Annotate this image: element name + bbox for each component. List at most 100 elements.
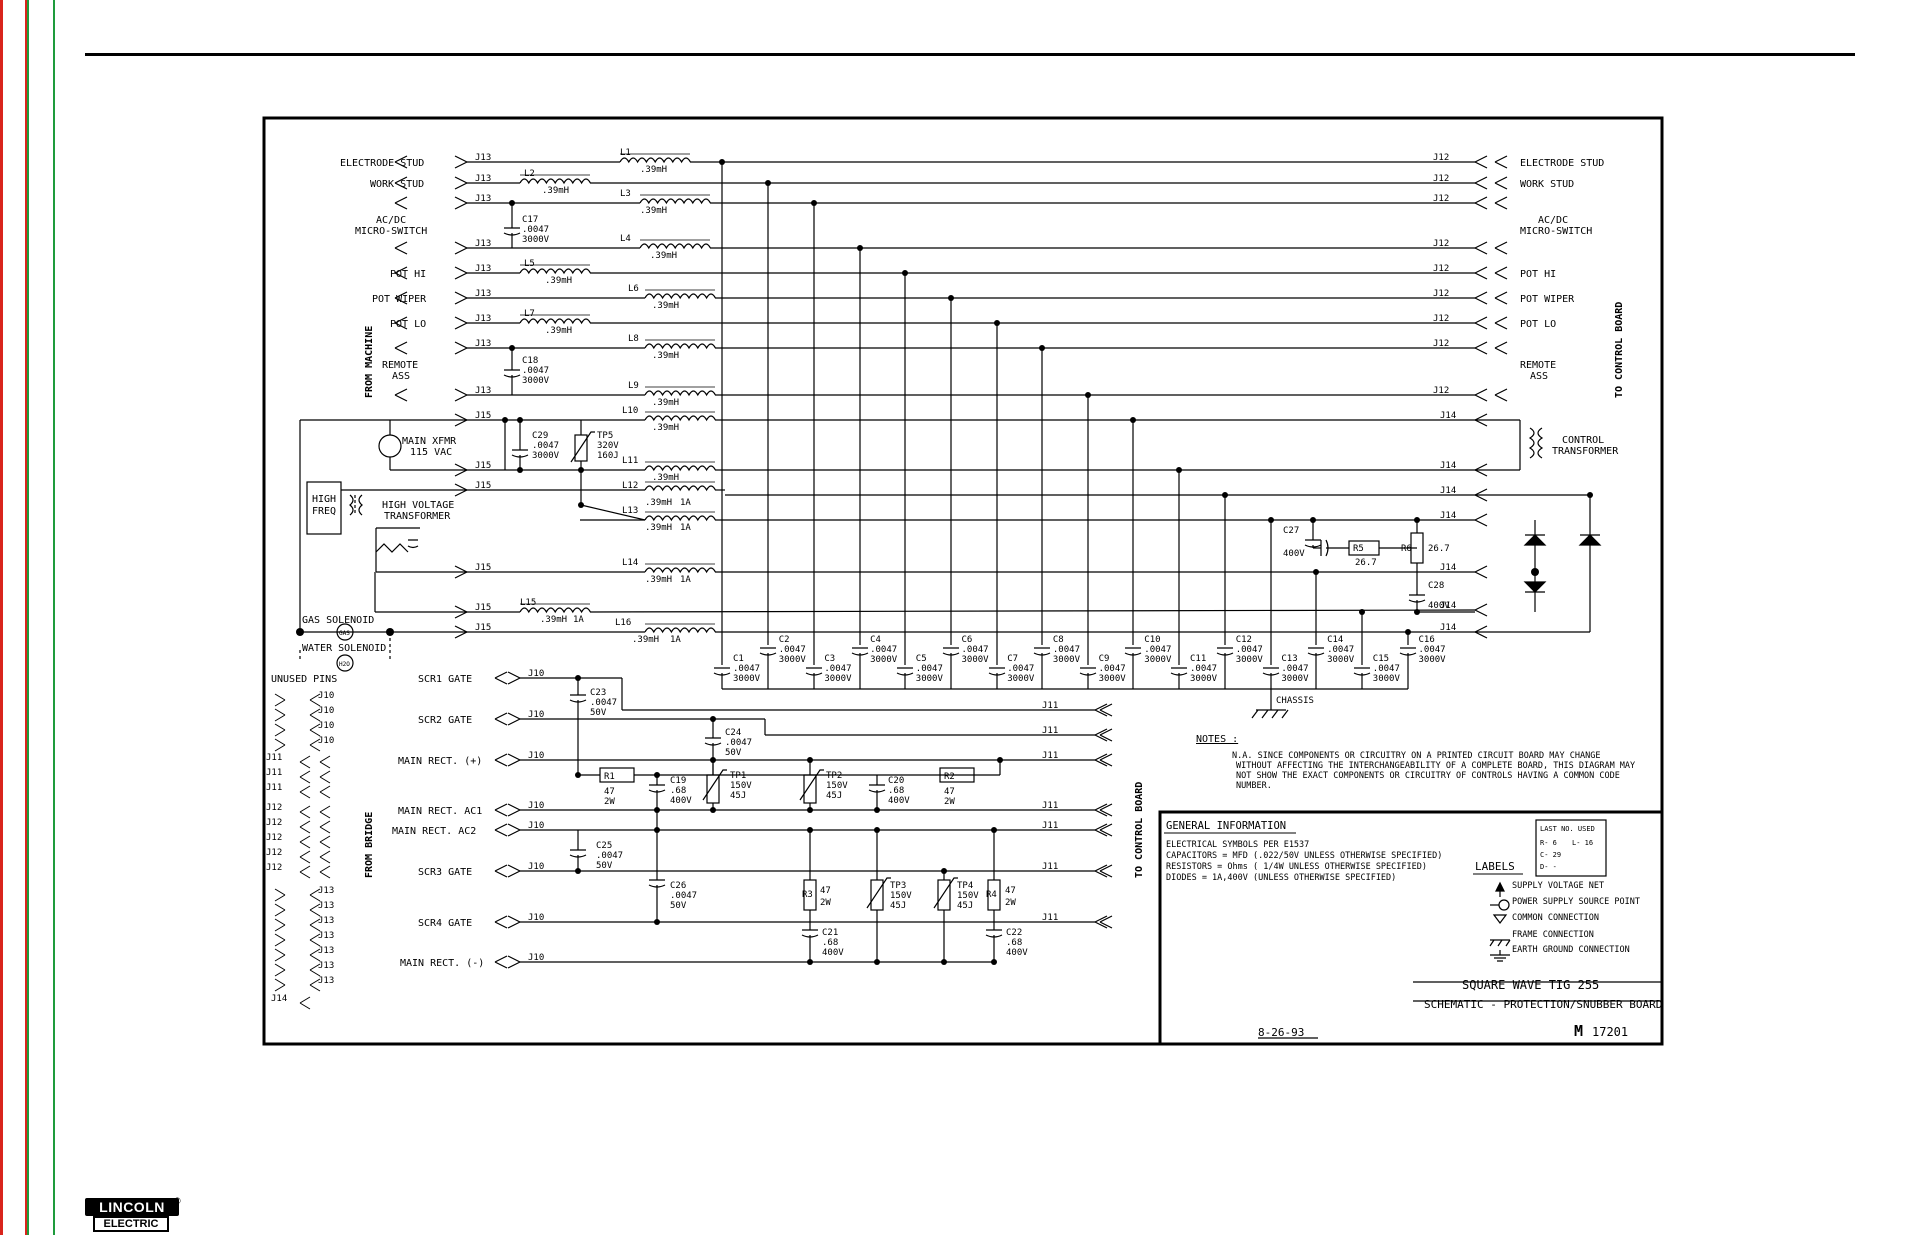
capacitor-rating: .0047 [1190, 664, 1217, 674]
connector-j13: J13 [475, 194, 491, 204]
connector-j12: J12 [1433, 174, 1449, 184]
inductor-amp: 1A [680, 575, 691, 585]
title-block-date: 8-26-93 [1258, 1026, 1304, 1039]
capacitor-rating: 3000V [824, 674, 852, 684]
part-c20-value: .68 [888, 786, 904, 796]
connector-j12: J12 [1433, 239, 1449, 249]
connector-j15: J15 [475, 623, 491, 633]
part-c26-voltage: 50V [670, 901, 687, 911]
last-no-used-title: LAST NO. USED [1540, 825, 1595, 833]
label-ass-left: ASS [392, 371, 410, 382]
connector-j10: J10 [528, 821, 544, 831]
capacitor-rating: .0047 [1007, 664, 1034, 674]
part-c24-value: .0047 [725, 738, 752, 748]
notes-line-1: N.A. SINCE COMPONENTS OR CIRCUITRY ON A … [1232, 751, 1600, 761]
inductor-value: .39mH [632, 635, 659, 645]
legend-frame-connection: FRAME CONNECTION [1512, 930, 1594, 940]
label-control-transformer: TRANSFORMER [1552, 446, 1619, 457]
part-r2-watts: 2W [944, 797, 955, 807]
logo-bottom-text: ELECTRIC [93, 1216, 169, 1232]
capacitor-label-c7: C7 [1007, 654, 1018, 664]
inductor-label-l1: L1 [620, 148, 631, 158]
last-no-d: D- - [1540, 863, 1557, 871]
part-c25: C25 [596, 841, 612, 851]
part-c22-value: .68 [1006, 938, 1022, 948]
logo-top-text: LINCOLN [85, 1198, 179, 1216]
connector-j12-unused: J12 [266, 863, 282, 873]
part-r2-value: 47 [944, 787, 955, 797]
label-water-solenoid: WATER SOLENOID [302, 643, 386, 654]
part-c27-voltage: 400V [1283, 549, 1305, 559]
connector-j14: J14 [1440, 411, 1456, 421]
capacitor-label-c6: C6 [962, 635, 973, 645]
connector-j11-unused: J11 [266, 753, 282, 763]
part-c23-voltage: 50V [590, 708, 607, 718]
label-chassis: CHASSIS [1276, 696, 1314, 706]
connector-j10: J10 [528, 751, 544, 761]
part-r3-watts: 2W [820, 898, 831, 908]
part-tp3-voltage: 150V [890, 891, 912, 901]
title-block-product: SQUARE WAVE TIG 255 [1462, 978, 1599, 992]
label-scr3-gate: SCR3 GATE [418, 867, 472, 878]
label-scr1-gate: SCR1 GATE [418, 674, 472, 685]
part-c20-voltage: 400V [888, 796, 910, 806]
inductor-label-l5: L5 [524, 259, 535, 269]
inductor-amp: 1A [670, 635, 681, 645]
capacitor-rating: .0047 [962, 645, 989, 655]
connector-j15: J15 [475, 603, 491, 613]
inductor-value: .39mH [650, 251, 677, 261]
part-c25-value: .0047 [596, 851, 623, 861]
general-info-diodes: DIODES = 1A,400V (UNLESS OTHERWISE SPECI… [1166, 873, 1396, 883]
label-transformer: TRANSFORMER [384, 511, 451, 522]
connector-j13: J13 [475, 339, 491, 349]
label-high-voltage: HIGH VOLTAGE [382, 500, 454, 511]
label-electrode-stud-left: ELECTRODE STUD [340, 158, 424, 169]
left-margin-red-bar [0, 0, 27, 1235]
inductor-value: .39mH [652, 301, 679, 311]
capacitor-rating: .0047 [733, 664, 760, 674]
part-r3-value: 47 [820, 886, 831, 896]
part-tp1: TP1 [730, 771, 746, 781]
capacitor-rating: 3000V [1327, 655, 1355, 665]
label-remote-right: REMOTE [1520, 360, 1556, 371]
connector-j11: J11 [1042, 726, 1058, 736]
capacitor-rating: 3000V [1236, 655, 1264, 665]
part-c28-voltage: 400V [1428, 601, 1450, 611]
connector-j10-unused: J10 [318, 736, 334, 746]
part-c22-voltage: 400V [1006, 948, 1028, 958]
connector-j10: J10 [528, 669, 544, 679]
connector-j15: J15 [475, 563, 491, 573]
part-tp4: TP4 [957, 881, 973, 891]
part-r6-value: 26.7 [1428, 544, 1450, 554]
inductor-amp: 1A [680, 523, 691, 533]
capacitor-rating: .0047 [824, 664, 851, 674]
part-c28: C28 [1428, 581, 1444, 591]
connector-j13: J13 [475, 239, 491, 249]
label-pot-lo-right: POT LO [1520, 319, 1556, 330]
part-r6: R6 [1401, 544, 1412, 554]
legend-common-connection: COMMON CONNECTION [1512, 913, 1599, 923]
part-r1: R1 [604, 772, 615, 782]
connector-j12-unused: J12 [266, 833, 282, 843]
label-main-rect-pos: MAIN RECT. (+) [398, 756, 482, 767]
title-block-drawing-number: 17201 [1592, 1025, 1628, 1039]
capacitor-rating: 3000V [870, 655, 898, 665]
inductor-value: .39mH [640, 206, 667, 216]
label-pot-wiper-left: POT WIPER [372, 294, 427, 305]
connector-j13: J13 [475, 153, 491, 163]
legend-supply-voltage-net: SUPPLY VOLTAGE NET [1512, 881, 1604, 891]
capacitor-label-c12: C12 [1236, 635, 1252, 645]
part-tp5: TP5 [597, 431, 613, 441]
capacitor-rating: 3000V [1190, 674, 1218, 684]
capacitor-rating: 3000V [733, 674, 761, 684]
inductor-value: .39mH [652, 351, 679, 361]
part-tp2-voltage: 150V [826, 781, 848, 791]
part-tp4-joules: 45J [957, 901, 973, 911]
inductor-label-l11: L11 [622, 456, 638, 466]
connector-j11: J11 [1042, 701, 1058, 711]
inductor-value: .39mH [540, 615, 567, 625]
label-pot-lo-left: POT LO [390, 319, 426, 330]
left-margin-green-bar [27, 0, 55, 1235]
connector-j11: J11 [1042, 751, 1058, 761]
inductor-label-l3: L3 [620, 189, 631, 199]
